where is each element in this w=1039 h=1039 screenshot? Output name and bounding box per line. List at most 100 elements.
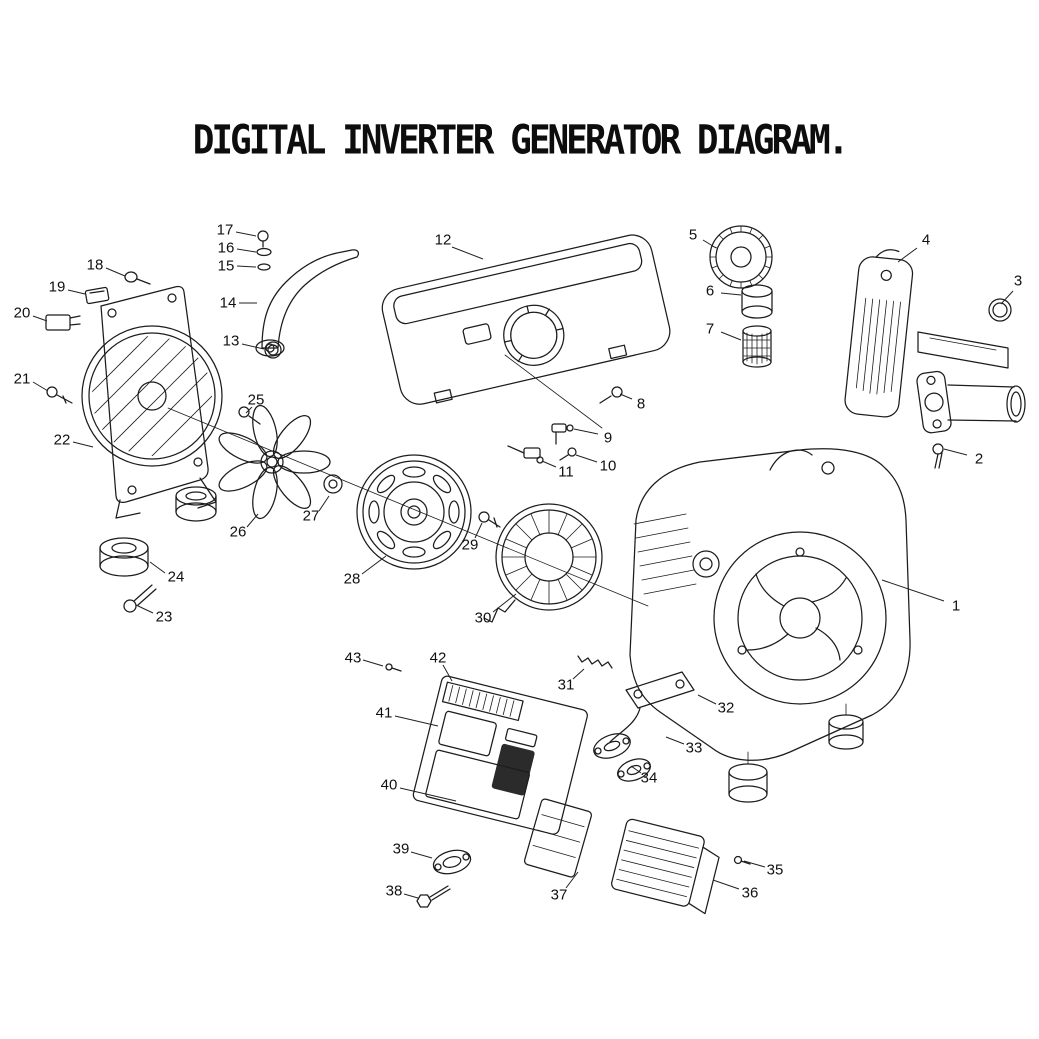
leader-line-21 [32, 381, 49, 392]
callout-label-21: 21 [14, 371, 31, 388]
callout-label-38: 38 [386, 883, 403, 900]
side-cover-illustration [385, 663, 588, 835]
leader-line-37 [565, 871, 579, 889]
leader-line-24 [149, 561, 166, 574]
leader-line-5 [702, 239, 717, 249]
leader-line-31 [572, 668, 585, 680]
muffler-illustration [844, 249, 1026, 469]
leader-line-33 [665, 736, 685, 745]
leader-line-13 [241, 343, 265, 350]
leader-line-12 [451, 246, 484, 260]
leader-line-4 [897, 247, 918, 263]
rubber-mounts-illustration [99, 486, 217, 613]
callout-label-31: 31 [558, 677, 575, 694]
callout-label-13: 13 [223, 333, 240, 350]
leader-line-38 [403, 893, 419, 899]
callout-label-39: 39 [393, 841, 410, 858]
callout-label-14: 14 [220, 295, 237, 312]
callout-label-16: 16 [218, 240, 235, 257]
engine-assembly-illustration [629, 448, 911, 803]
leader-line-40 [399, 787, 457, 802]
spring-illustration [577, 655, 613, 669]
fuel-tank-illustration [381, 234, 671, 405]
callout-label-6: 6 [706, 283, 714, 300]
fuel-cap-illustration [709, 225, 773, 368]
leader-line-25 [245, 406, 253, 414]
fuel-fittings-illustration [507, 386, 623, 464]
callout-label-30: 30 [475, 610, 492, 627]
callout-label-27: 27 [303, 508, 320, 525]
callout-layer: 1234567891011121314151617181920212223242… [14, 222, 1023, 904]
handle-illustration [255, 249, 359, 357]
leader-line-8 [619, 393, 633, 400]
leader-line-41 [394, 715, 439, 727]
callout-label-40: 40 [381, 777, 398, 794]
callout-label-18: 18 [87, 257, 104, 274]
callout-label-2: 2 [975, 451, 983, 468]
callout-label-12: 12 [435, 232, 452, 249]
leader-line-19 [67, 289, 86, 295]
callout-label-36: 36 [742, 885, 759, 902]
leader-line-3 [1000, 290, 1014, 305]
callout-label-8: 8 [637, 396, 645, 413]
leader-line-17 [235, 231, 257, 237]
leader-line-34 [630, 765, 642, 774]
flywheel-bolt-illustration [478, 511, 501, 528]
callout-label-35: 35 [767, 862, 784, 879]
leader-line-32 [697, 694, 717, 705]
callout-label-7: 7 [706, 321, 714, 338]
callout-label-42: 42 [430, 650, 447, 667]
callout-label-33: 33 [686, 740, 703, 757]
callout-label-9: 9 [604, 430, 612, 447]
callout-label-32: 32 [718, 700, 735, 717]
exploded-axis-lines [167, 354, 649, 607]
callout-label-26: 26 [230, 524, 247, 541]
louver-panel-illustration [611, 818, 751, 915]
leader-line-23 [135, 604, 154, 614]
callout-label-37: 37 [551, 887, 568, 904]
leader-line-30 [492, 593, 517, 613]
callout-label-43: 43 [345, 650, 362, 667]
callout-label-25: 25 [248, 392, 265, 409]
leader-line-43 [362, 659, 384, 667]
callout-label-10: 10 [600, 458, 617, 475]
leader-line-16 [236, 248, 257, 253]
leader-line-9 [573, 428, 599, 435]
switch-and-bolts-illustration [45, 271, 151, 404]
leader-line-6 [720, 292, 742, 296]
leader-line-7 [720, 331, 742, 341]
callout-label-1: 1 [952, 598, 960, 615]
leader-line-10 [575, 454, 598, 463]
callout-label-41: 41 [376, 705, 393, 722]
flywheel-illustration [356, 454, 472, 570]
callout-label-24: 24 [168, 569, 185, 586]
leader-line-39 [410, 851, 433, 859]
leader-line-36 [712, 879, 740, 890]
page-title: DIGITAL INVERTER GENERATOR DIAGRAM. [192, 117, 850, 164]
callout-label-29: 29 [462, 537, 479, 554]
callout-label-11: 11 [558, 464, 574, 481]
callout-label-15: 15 [218, 258, 235, 275]
carburetor-gaskets-illustration [593, 671, 695, 782]
callout-label-17: 17 [217, 222, 234, 239]
leader-line-35 [743, 860, 766, 868]
callout-label-3: 3 [1014, 273, 1022, 290]
cooling-fan-illustration [218, 404, 343, 520]
callout-label-20: 20 [14, 305, 31, 322]
callout-label-28: 28 [344, 571, 361, 588]
leader-line-28 [361, 555, 387, 575]
leader-line-26 [246, 513, 259, 528]
leader-line-15 [236, 265, 257, 268]
leader-line-18 [105, 267, 126, 277]
lower-panel-illustration [523, 798, 593, 878]
callout-label-5: 5 [689, 227, 697, 244]
leader-line-11 [541, 460, 557, 468]
leader-line-42 [442, 664, 453, 682]
callout-label-4: 4 [922, 232, 930, 249]
leader-line-20 [32, 315, 48, 322]
leader-line-2 [943, 448, 968, 456]
callout-label-19: 19 [49, 279, 66, 296]
callout-label-22: 22 [54, 432, 71, 449]
